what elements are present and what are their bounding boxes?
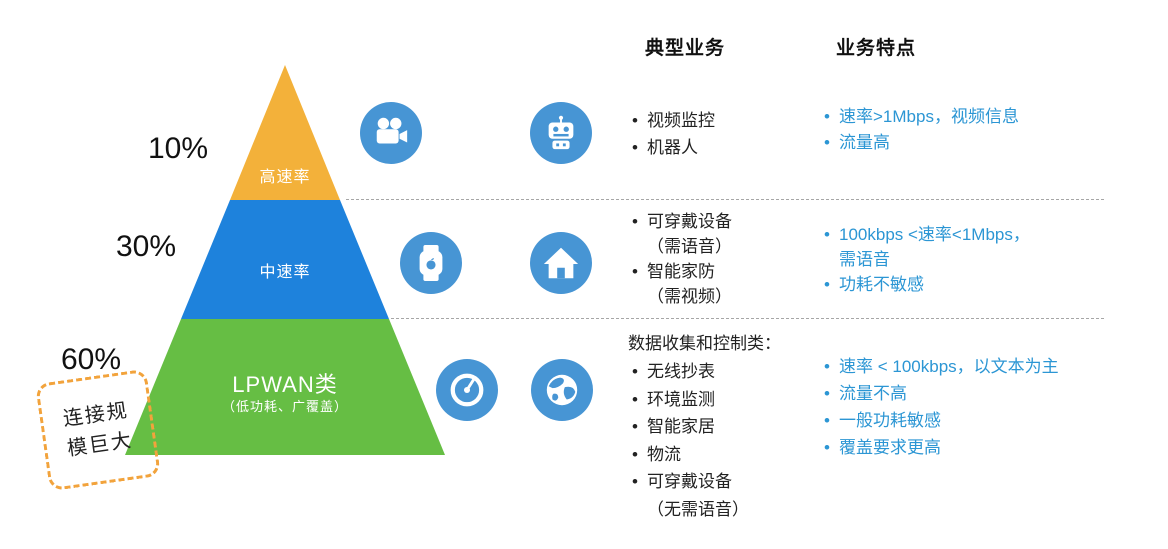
house-icon <box>543 247 579 279</box>
pyramid-tier-mid <box>181 200 389 319</box>
list-item: 功耗不敏感 <box>822 272 1122 297</box>
list-item: 智能家防 <box>630 259 810 284</box>
list-item: 视频监控 <box>630 107 810 134</box>
list-item: 速率 < 100kbps，以文本为主 <box>822 353 1132 380</box>
list-item: 流量高 <box>822 130 1122 156</box>
typical-list-row3: 无线抄表环境监测智能家居物流可穿戴设备 （无需语音） <box>630 358 810 523</box>
list-item: 物流 <box>630 441 810 469</box>
gauge-icon-circle <box>436 359 498 421</box>
tier-high-label: 高速率 <box>259 169 311 186</box>
list-item: 可穿戴设备 <box>630 468 810 496</box>
percent-mid: 30% <box>116 230 177 263</box>
connection-scale-badge: 连接规 模巨大 <box>35 368 161 492</box>
robot-icon-circle <box>530 102 592 164</box>
pyramid-tier-high <box>230 65 340 200</box>
list-item: 一般功耗敏感 <box>822 407 1132 434</box>
globe-icon <box>546 374 578 406</box>
list-item: 可穿戴设备 <box>630 209 810 234</box>
list-item: 流量不高 <box>822 380 1132 407</box>
list-item: 智能家居 <box>630 413 810 441</box>
list-item: 需语音 <box>839 250 890 269</box>
tier-low-sublabel: （低功耗、广覆盖） <box>221 399 348 414</box>
robot-icon <box>548 115 574 150</box>
list-item: （无需语音） <box>647 499 749 519</box>
pyramid-tier-low <box>125 319 445 455</box>
video-camera-icon <box>376 117 408 144</box>
row-divider-bottom <box>391 318 1104 319</box>
service-features-header: 业务特点 <box>836 38 917 59</box>
video-camera-icon-circle <box>360 102 422 164</box>
typical-services-header: 典型业务 <box>645 38 726 59</box>
feature-list-row3: 速率 < 100kbps，以文本为主流量不高一般功耗敏感覆盖要求更高 <box>822 353 1132 461</box>
pyramid <box>125 65 445 455</box>
list-item: 覆盖要求更高 <box>822 434 1132 461</box>
row-divider-top <box>346 199 1104 200</box>
typical-list-row2: 可穿戴设备 （需语音） 智能家防 （需视频） <box>630 209 810 309</box>
tier-low-label: LPWAN类 <box>232 372 338 397</box>
house-icon-circle <box>530 232 592 294</box>
globe-icon-circle <box>531 359 593 421</box>
list-item: 100kbps <速率<1Mbps， <box>822 222 1122 247</box>
list-item: （需语音） <box>647 237 732 256</box>
list-item: 机器人 <box>630 134 810 161</box>
list-item: 环境监测 <box>630 386 810 414</box>
watch-icon-circle <box>400 232 462 294</box>
typical-row3-section-title: 数据收集和控制类： <box>628 334 781 353</box>
gauge-icon <box>450 373 484 407</box>
percent-high: 10% <box>148 132 209 165</box>
typical-list-row1: 视频监控机器人 <box>630 107 810 161</box>
tier-mid-label: 中速率 <box>259 264 311 281</box>
list-item: 速率>1Mbps，视频信息 <box>822 104 1122 130</box>
feature-list-row1: 速率>1Mbps，视频信息流量高 <box>822 104 1122 156</box>
list-item: （需视频） <box>647 287 732 306</box>
list-item: 无线抄表 <box>630 358 810 386</box>
percent-low: 60% <box>61 343 122 376</box>
watch-icon <box>419 244 443 282</box>
feature-list-row2: 100kbps <速率<1Mbps， 需语音功耗不敏感 <box>822 222 1122 297</box>
